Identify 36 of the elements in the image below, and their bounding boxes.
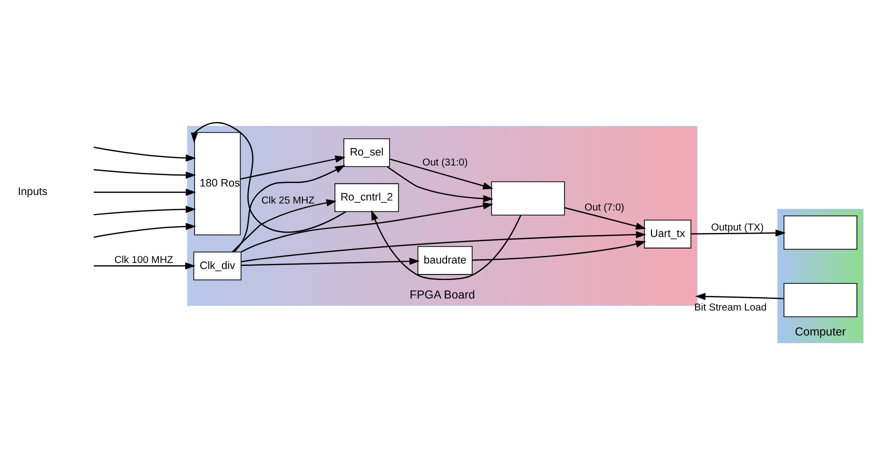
node-box: [491, 181, 565, 216]
cluster: Computer: [777, 208, 864, 344]
node-box: 180 Ros: [194, 132, 241, 236]
arrow: [240, 156, 346, 180]
edge-label: Clk 25 MHZ: [261, 195, 315, 206]
arrow: [94, 262, 196, 270]
node-box: baudrate: [418, 246, 473, 275]
arrow: [371, 210, 522, 280]
edge-label: Out (31:0): [422, 157, 468, 168]
arrow: [94, 188, 196, 196]
arrow: [241, 231, 646, 262]
arrow: [695, 292, 784, 300]
arrow: [190, 122, 346, 233]
arrow: [94, 206, 196, 216]
node-box: [784, 282, 858, 318]
arrow: [691, 229, 786, 237]
arrow: [232, 199, 337, 252]
arrow: [472, 240, 646, 261]
node-box: Uart_tx: [644, 220, 692, 248]
arrow: [234, 165, 346, 252]
arrow: [94, 146, 196, 162]
node-box: [784, 216, 858, 250]
node-box: Ro_cntrl_2: [334, 183, 399, 212]
label: Inputs: [18, 186, 48, 198]
arrow: [94, 169, 196, 179]
edge-label: Out (7:0): [584, 202, 624, 214]
arrow: [386, 166, 494, 202]
edge-label: Output (TX): [711, 222, 764, 234]
edge-label: Clk 100 MHZ: [114, 255, 174, 266]
arrow: [94, 222, 196, 238]
arrow: [564, 207, 646, 230]
arrow: [241, 258, 420, 266]
node-box: Clk_div: [193, 252, 242, 280]
arrow: [241, 202, 494, 252]
node-box: Ro_sel: [343, 138, 390, 168]
arrow: [390, 158, 494, 190]
